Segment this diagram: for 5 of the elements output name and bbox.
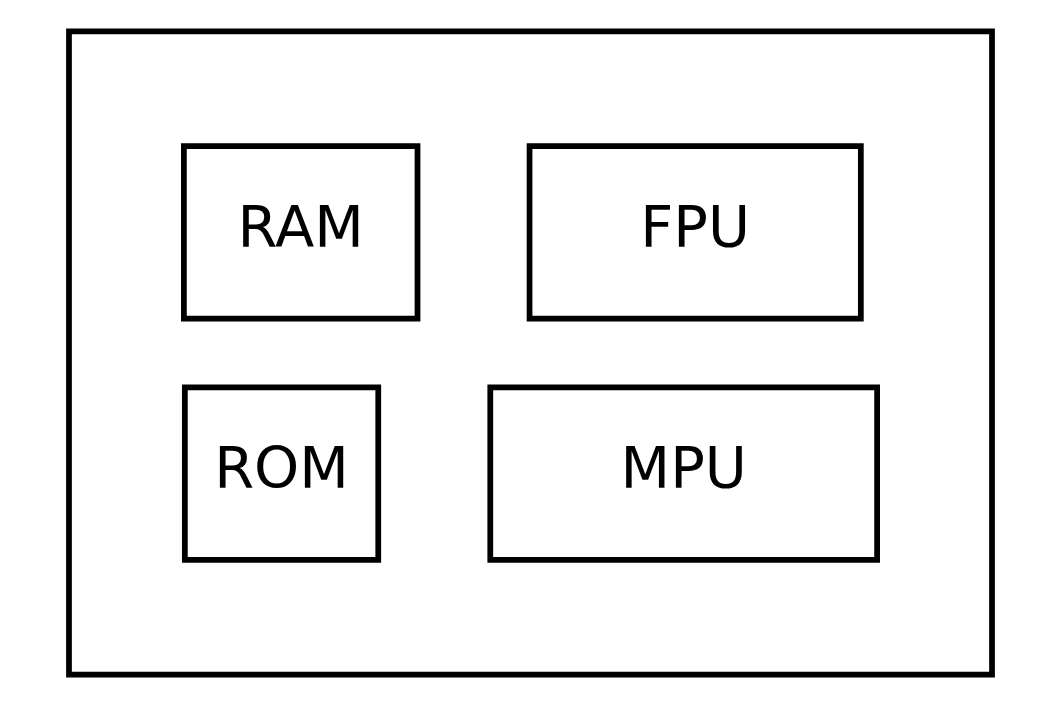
node-box: MPU — [486, 384, 880, 563]
node-box: FPU — [526, 143, 864, 322]
node-box: ROM — [181, 384, 381, 563]
node-box: RAM — [180, 143, 420, 322]
cluster — [65, 28, 995, 678]
